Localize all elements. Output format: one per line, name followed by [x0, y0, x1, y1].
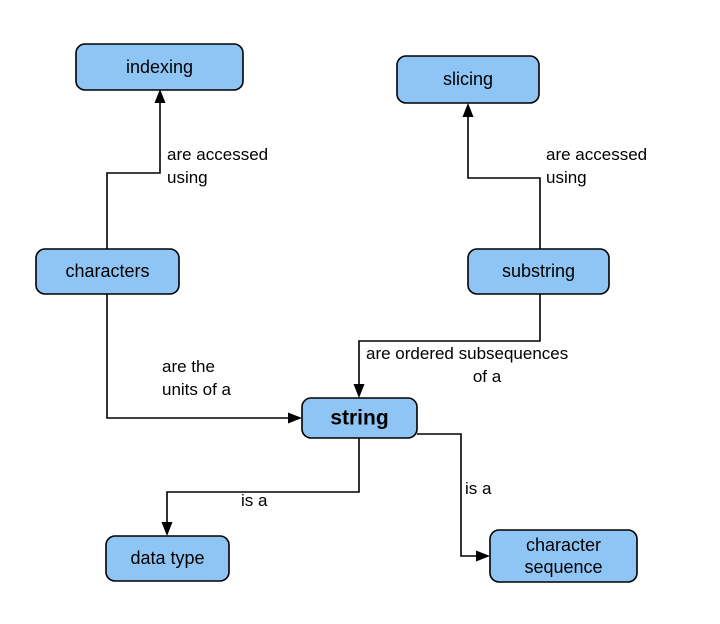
- edge-label-characters-indexing-line1: are accessed: [167, 145, 268, 164]
- node-substring[interactable]: substring: [467, 248, 610, 295]
- edge-line: [166, 438, 360, 525]
- node-slicing-box[interactable]: [396, 55, 540, 104]
- node-substring-label: substring: [502, 261, 575, 281]
- node-data-type-box[interactable]: [105, 535, 230, 582]
- edge-label-substring-slicing-line1: are accessed: [546, 145, 647, 164]
- node-indexing-label: indexing: [126, 57, 193, 77]
- node-character-sequence-label-line2: sequence: [524, 557, 602, 577]
- node-characters-label: characters: [65, 261, 149, 281]
- node-string-box[interactable]: [301, 397, 418, 439]
- node-string-label: string: [330, 407, 388, 430]
- arrow-head-icon: [154, 89, 166, 103]
- edge-label-substring-slicing-line2: using: [546, 168, 587, 187]
- edge-substring-slicing: are accessed using: [462, 103, 647, 249]
- edge-characters-string: are the units of a: [106, 294, 302, 424]
- edge-line: [106, 100, 161, 249]
- node-character-sequence[interactable]: character sequence: [489, 529, 638, 583]
- node-characters-box[interactable]: [35, 248, 180, 295]
- node-indexing[interactable]: indexing: [75, 43, 244, 91]
- edge-label-characters-string-line1: are the: [162, 357, 215, 376]
- edge-string-character-sequence: is a: [417, 433, 492, 562]
- arrow-head-icon: [476, 550, 490, 562]
- edge-label-substring-string-line2: of a: [473, 367, 502, 386]
- edge-characters-indexing: are accessed using: [106, 89, 268, 249]
- edge-label-string-character-sequence: is a: [465, 479, 492, 498]
- edge-line: [106, 294, 291, 419]
- node-data-type[interactable]: data type: [105, 535, 230, 582]
- node-string[interactable]: string: [301, 397, 418, 439]
- node-characters[interactable]: characters: [35, 248, 180, 295]
- arrow-head-icon: [161, 522, 173, 536]
- node-data-type-label: data type: [130, 548, 204, 568]
- edge-label-characters-string-line2: units of a: [162, 380, 232, 399]
- edge-label-string-data-type: is a: [241, 491, 268, 510]
- arrow-head-icon: [288, 412, 302, 424]
- edge-string-data-type: is a: [161, 438, 360, 536]
- node-substring-box[interactable]: [467, 248, 610, 295]
- edge-label-substring-string-line1: are ordered subsequences: [366, 344, 568, 363]
- node-character-sequence-box[interactable]: [489, 529, 638, 583]
- edge-line: [467, 114, 541, 249]
- node-character-sequence-label-line1: character: [526, 535, 601, 555]
- arrow-head-icon: [353, 384, 365, 398]
- edge-line: [417, 433, 479, 557]
- node-indexing-box[interactable]: [75, 43, 244, 91]
- arrow-head-icon: [462, 103, 474, 117]
- edge-substring-string: are ordered subsequences of a: [353, 294, 568, 398]
- node-slicing[interactable]: slicing: [396, 55, 540, 104]
- edge-label-characters-indexing-line2: using: [167, 168, 208, 187]
- edge-line: [358, 294, 541, 387]
- node-slicing-label: slicing: [443, 69, 493, 89]
